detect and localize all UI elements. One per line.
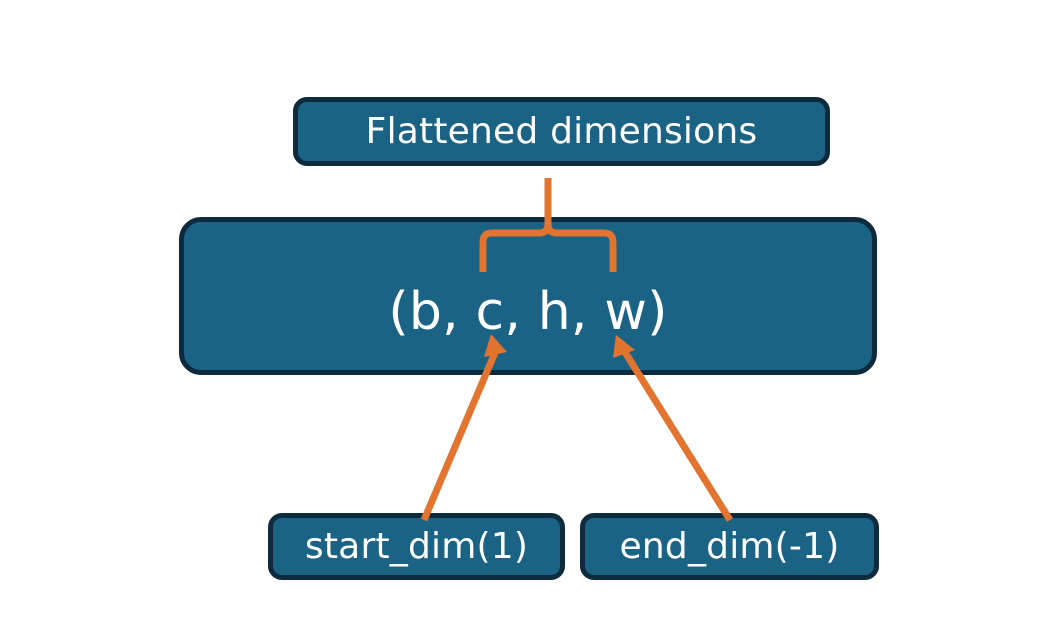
start-dim-label: start_dim(1)	[304, 526, 529, 567]
flattened-dimensions-label: Flattened dimensions	[365, 111, 758, 152]
tensor-shape-label: (b, c, h, w)	[388, 282, 668, 342]
end-dim-label: end_dim(-1)	[619, 526, 840, 567]
tensor-shape-box[interactable]: (b, c, h, w)	[179, 217, 877, 375]
start-dim-box[interactable]: start_dim(1)	[268, 513, 565, 580]
end-dim-box[interactable]: end_dim(-1)	[580, 513, 879, 580]
flattened-dimensions-box[interactable]: Flattened dimensions	[293, 97, 830, 166]
